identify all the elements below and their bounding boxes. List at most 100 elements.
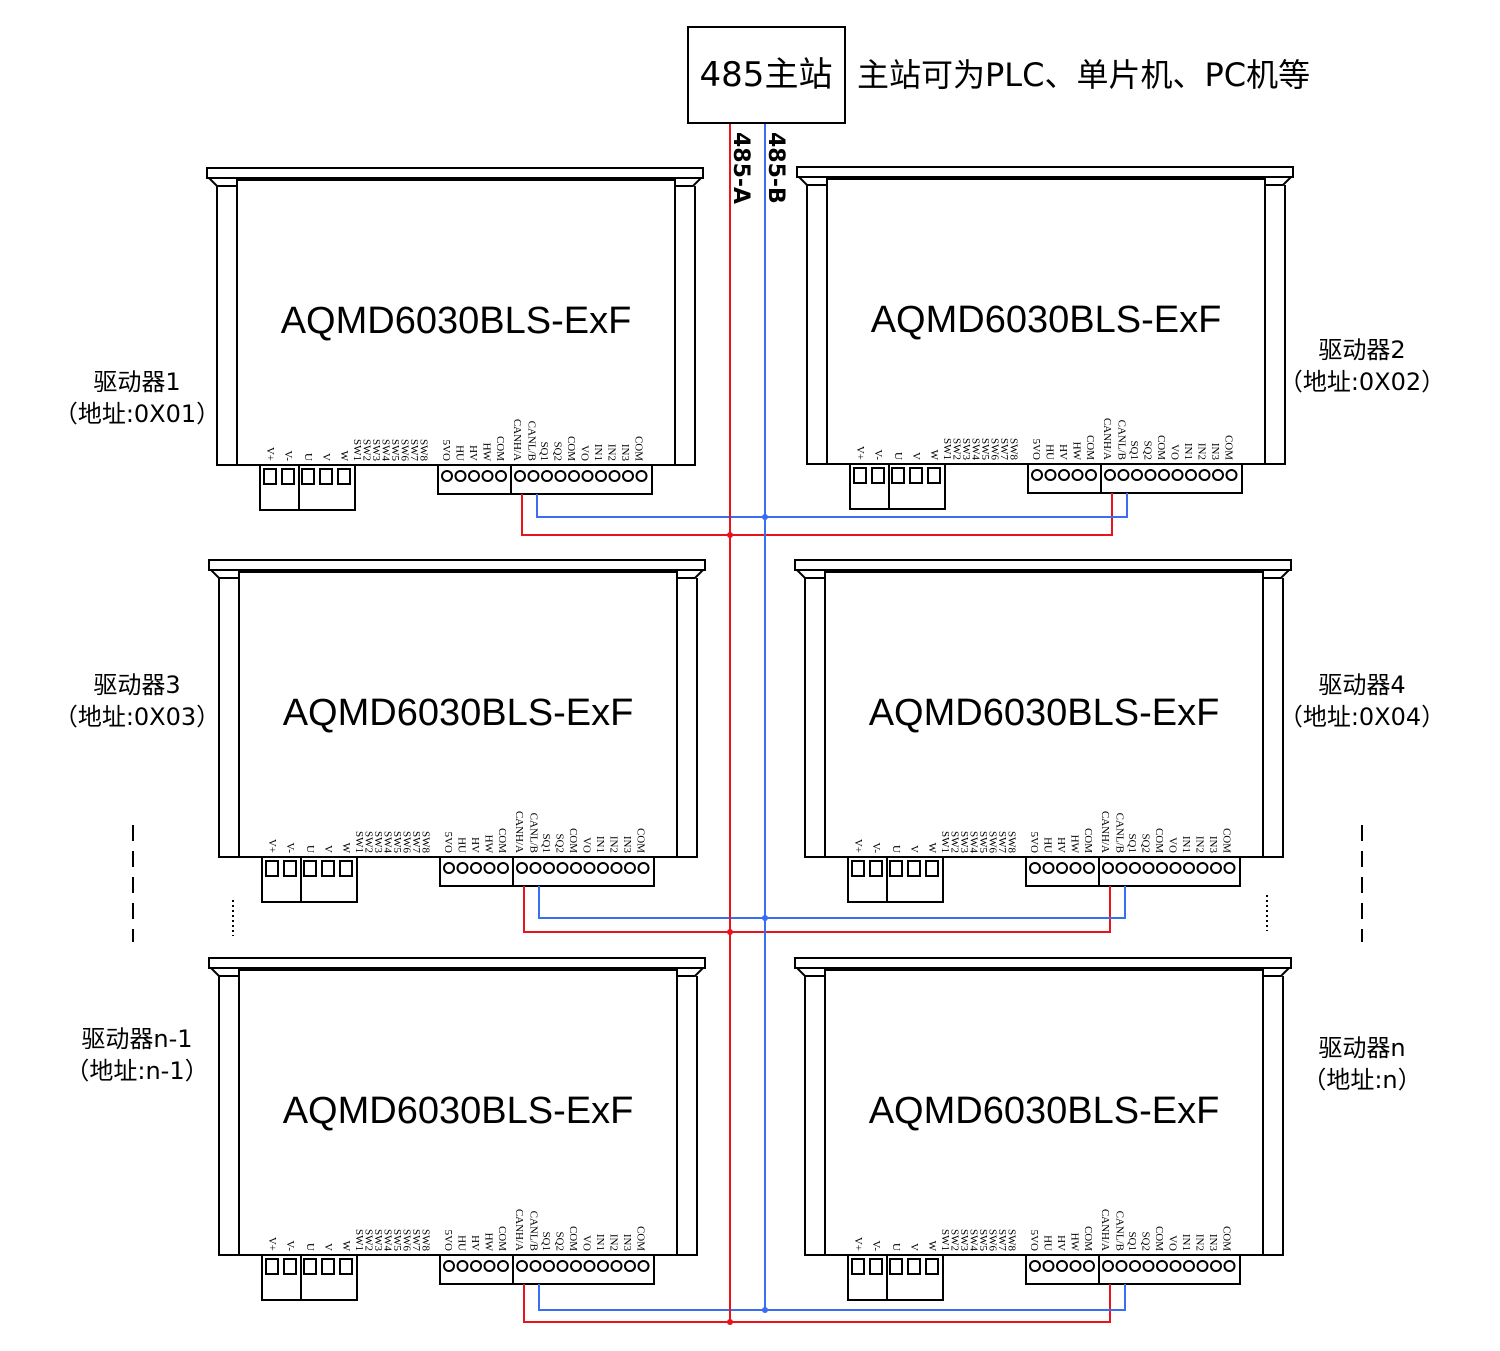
signal-pin [1156, 862, 1168, 874]
pin-label-in3: IN3 [1207, 836, 1219, 854]
pin-label-sw8: SW8 [420, 1229, 432, 1252]
pin-label-sw8: SW8 [1006, 831, 1018, 854]
signal-pin [1210, 862, 1222, 874]
pin-label-sq1: SQ1 [1126, 833, 1138, 853]
pin-label-com: COM [494, 436, 506, 461]
pin-label-in1: IN1 [594, 836, 606, 853]
pin-label-hw: HW [483, 1233, 495, 1252]
pin-label-u: U [304, 1243, 316, 1251]
driver-address-label: （地址:n） [1302, 1066, 1421, 1094]
pin-label-in2: IN2 [608, 836, 620, 853]
signal-pin [581, 470, 594, 482]
driver-name-label: 驱动器1 [93, 368, 180, 396]
pin-label-sw2: SW2 [951, 438, 963, 460]
pin-label-canha: CANH/A [1099, 1209, 1111, 1251]
top-flange [208, 957, 706, 969]
screw-terminal [851, 860, 865, 877]
signal-pin [554, 470, 567, 482]
signal-pin [1225, 469, 1238, 481]
signal-pin [1158, 469, 1170, 481]
pin-label-canlb: CANL/B [526, 421, 538, 461]
pin-label-sq2: SQ2 [1142, 440, 1154, 460]
pin-label-in3: IN3 [1207, 1234, 1219, 1252]
screw-terminal [869, 1258, 883, 1275]
screw-terminal [337, 468, 351, 485]
pin-label-canha: CANH/A [1099, 811, 1111, 853]
pin-label-in1: IN1 [1182, 443, 1194, 460]
pin-label-sw5: SW5 [979, 438, 991, 461]
screw-terminal [263, 468, 277, 485]
pin-label-com: COM [1153, 828, 1165, 853]
pin-label-sw6: SW6 [987, 1229, 999, 1252]
screw-terminal [339, 860, 353, 877]
pin-label-com: COM [565, 436, 577, 461]
signal-pin [1169, 862, 1182, 874]
pin-label-v: V- [284, 1240, 296, 1251]
pin-label-w: W [926, 1241, 938, 1252]
screw-terminal [339, 1258, 353, 1275]
screw-terminal [303, 860, 317, 877]
left-bracket [796, 967, 826, 1256]
signal-pin [608, 470, 621, 482]
pin-label-com: COM [1221, 1226, 1233, 1251]
pin-label-in3: IN3 [621, 836, 633, 854]
driver-address-label: （地址:n-1） [65, 1057, 208, 1085]
pin-label-sw5: SW5 [389, 439, 401, 462]
signal-pin [1196, 1260, 1209, 1272]
hall-pin [443, 862, 455, 874]
pin-label-hu: HU [456, 837, 468, 853]
hall-pin [1042, 862, 1055, 874]
pin-label-v: V- [282, 450, 294, 461]
hall-pin [470, 1260, 482, 1272]
pin-label-canlb: CANL/B [1114, 813, 1126, 853]
signal-pin [529, 1260, 542, 1272]
screw-terminal [283, 1258, 297, 1275]
pin-label-u: U [304, 845, 316, 853]
pin-label-in1: IN1 [592, 444, 604, 461]
pin-label-sw1: SW1 [939, 831, 951, 853]
signal-pin [1142, 1260, 1155, 1272]
screw-terminal [869, 860, 883, 877]
pin-label-5vo: 5VO [440, 440, 452, 461]
signal-pin [1129, 862, 1141, 874]
pin-label-sw3: SW3 [958, 1229, 970, 1252]
pin-label-sw7: SW7 [410, 831, 422, 854]
pin-label-w: W [338, 451, 350, 462]
pin-label-sw1: SW1 [941, 438, 953, 460]
pin-label-hv: HV [467, 445, 479, 461]
model-label: AQMD6030BLS-ExF [869, 692, 1220, 734]
pin-label-sq1: SQ1 [540, 1231, 552, 1251]
bus-a-branch-2 [523, 886, 1111, 933]
pin-label-hv: HV [1055, 837, 1067, 853]
hall-pin [1056, 862, 1068, 874]
pin-label-sw8: SW8 [1006, 1229, 1018, 1252]
top-flange [794, 957, 1292, 969]
pin-label-5vo: 5VO [442, 832, 454, 853]
bus-a-label: 485-A [728, 132, 753, 204]
hall-pin [1085, 469, 1097, 481]
signal-pin [1117, 469, 1130, 481]
hall-pin [1069, 1260, 1082, 1272]
pin-label-in2: IN2 [1196, 443, 1208, 460]
pin-label-hu: HU [456, 1235, 468, 1251]
pin-label-w: W [340, 843, 352, 854]
pin-label-canha: CANH/A [511, 419, 523, 461]
pin-label-v: V+ [852, 839, 864, 853]
pin-label-com: COM [1221, 828, 1233, 853]
signal-pin [1129, 1260, 1141, 1272]
signal-pin [622, 470, 634, 482]
left-bracket [796, 569, 826, 858]
signal-pin [1223, 862, 1236, 874]
screw-terminal [871, 467, 885, 484]
right-bracket [1264, 176, 1292, 465]
hall-pin [495, 470, 507, 482]
pin-label-com: COM [635, 828, 647, 853]
signal-pin [1183, 1260, 1195, 1272]
hall-pin [1058, 469, 1070, 481]
screw-terminal [319, 468, 333, 485]
signal-pin [1102, 1260, 1114, 1272]
